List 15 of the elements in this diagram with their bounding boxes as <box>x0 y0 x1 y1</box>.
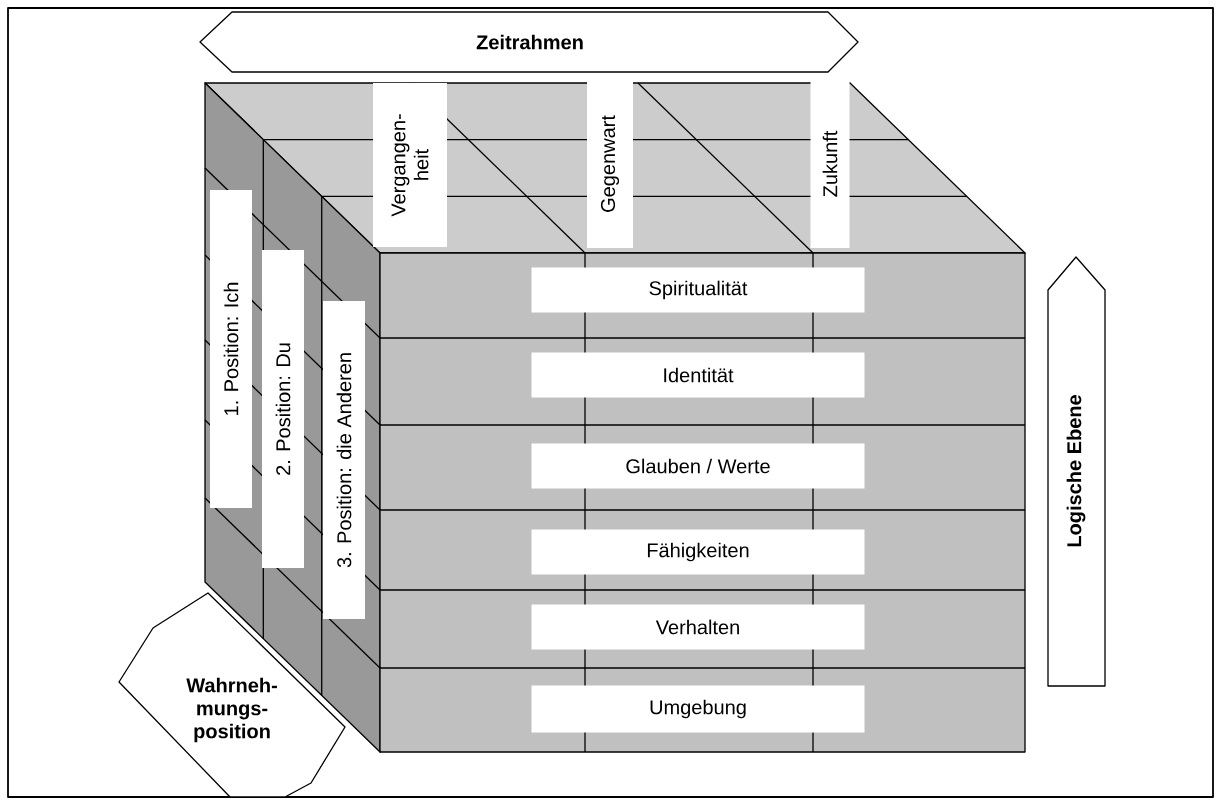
label-box: 2. Position: Du <box>262 250 304 568</box>
label-box: Vergangen- heit <box>373 83 447 247</box>
label-box: 3. Position: die Anderen <box>323 301 365 619</box>
label-box: Umgebung <box>531 685 865 733</box>
node-label: Vergangen- heit <box>391 114 429 217</box>
node-label: Gegenwart <box>600 115 620 212</box>
label-box: Identität <box>531 352 865 398</box>
label-box: Glauben / Werte <box>531 443 865 489</box>
label-box: Fähigkeiten <box>531 529 865 575</box>
label-box: Spiritualität <box>531 267 865 313</box>
label-box: Verhalten <box>531 604 865 650</box>
label-box: Gegenwart <box>587 80 633 248</box>
label-box: 1. Position: Ich <box>210 190 252 508</box>
node-label: Zukunft <box>822 130 838 197</box>
label-box: Zukunft <box>810 80 850 248</box>
